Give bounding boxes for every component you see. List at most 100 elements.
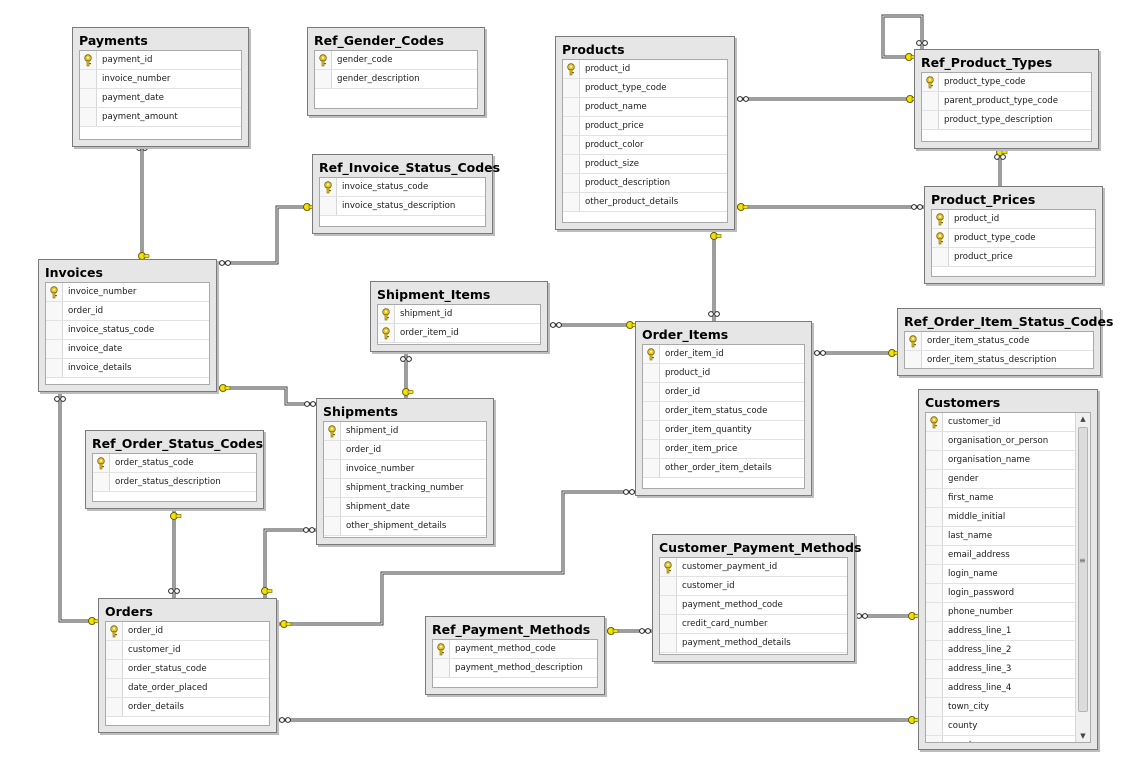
column-row[interactable]: customer_id bbox=[660, 577, 847, 596]
column-row[interactable]: order_id bbox=[643, 383, 804, 402]
column-row[interactable]: product_type_description bbox=[922, 111, 1091, 130]
column-row[interactable]: parent_product_type_code bbox=[922, 92, 1091, 111]
column-row[interactable]: organisation_name bbox=[926, 451, 1075, 470]
column-row[interactable]: order_status_description bbox=[93, 473, 256, 492]
column-row[interactable]: phone_number bbox=[926, 603, 1075, 622]
column-row[interactable]: invoice_status_code bbox=[320, 178, 485, 197]
column-row[interactable]: product_id bbox=[563, 60, 727, 79]
column-row[interactable]: order_item_status_code bbox=[643, 402, 804, 421]
column-row[interactable]: shipment_tracking_number bbox=[324, 479, 486, 498]
relationship-shipments-to-orders[interactable] bbox=[263, 528, 316, 598]
column-row[interactable]: order_status_code bbox=[93, 454, 256, 473]
column-row[interactable]: product_price bbox=[563, 117, 727, 136]
column-row[interactable]: country bbox=[926, 736, 1075, 742]
column-row[interactable]: order_item_id bbox=[643, 345, 804, 364]
column-row[interactable]: address_line_1 bbox=[926, 622, 1075, 641]
column-row[interactable]: first_name bbox=[926, 489, 1075, 508]
column-row[interactable]: date_order_placed bbox=[106, 679, 269, 698]
column-row[interactable]: county bbox=[926, 717, 1075, 736]
column-row[interactable]: last_name bbox=[926, 527, 1075, 546]
column-row[interactable]: payment_amount bbox=[80, 108, 241, 127]
column-row[interactable]: gender_description bbox=[315, 70, 477, 89]
column-row[interactable]: town_city bbox=[926, 698, 1075, 717]
relationship-invoices-to-ref_invoice_status_codes[interactable] bbox=[218, 205, 312, 265]
column-row[interactable]: product_id bbox=[932, 210, 1095, 229]
column-row[interactable]: other_shipment_details bbox=[324, 517, 486, 536]
column-row[interactable]: invoice_number bbox=[324, 460, 486, 479]
scroll-up-arrow-icon[interactable]: ▲ bbox=[1080, 415, 1086, 423]
column-row[interactable]: address_line_3 bbox=[926, 660, 1075, 679]
column-row[interactable]: order_item_quantity bbox=[643, 421, 804, 440]
column-row[interactable]: invoice_number bbox=[46, 283, 209, 302]
column-row[interactable]: order_id bbox=[106, 622, 269, 641]
column-row[interactable]: product_id bbox=[643, 364, 804, 383]
column-row[interactable]: product_price bbox=[932, 248, 1095, 267]
column-row[interactable]: product_name bbox=[563, 98, 727, 117]
column-row[interactable]: product_color bbox=[563, 136, 727, 155]
column-row[interactable]: order_item_price bbox=[643, 440, 804, 459]
column-row[interactable]: order_status_code bbox=[106, 660, 269, 679]
column-row[interactable]: order_details bbox=[106, 698, 269, 717]
column-row[interactable]: payment_id bbox=[80, 51, 241, 70]
column-row[interactable]: payment_date bbox=[80, 89, 241, 108]
column-row[interactable]: order_id bbox=[46, 302, 209, 321]
column-row[interactable]: order_item_status_description bbox=[905, 351, 1093, 368]
column-row[interactable]: email_address bbox=[926, 546, 1075, 565]
column-row[interactable]: product_description bbox=[563, 174, 727, 193]
column-row[interactable]: other_order_item_details bbox=[643, 459, 804, 478]
column-row[interactable]: product_type_code bbox=[563, 79, 727, 98]
scrollbar-thumb[interactable] bbox=[1078, 427, 1088, 712]
column-row[interactable]: invoice_number bbox=[80, 70, 241, 89]
column-row[interactable]: customer_id bbox=[926, 413, 1075, 432]
column-row[interactable]: invoice_date bbox=[46, 340, 209, 359]
column-row[interactable]: customer_id bbox=[106, 641, 269, 660]
column-row[interactable]: gender_code bbox=[315, 51, 477, 70]
column-row[interactable]: login_password bbox=[926, 584, 1075, 603]
column-row[interactable]: shipment_id bbox=[324, 422, 486, 441]
column-row[interactable]: order_id bbox=[324, 441, 486, 460]
column-row[interactable]: credit_card_number bbox=[660, 615, 847, 634]
scroll-down-arrow-icon[interactable]: ▼ bbox=[1080, 732, 1086, 740]
vertical-scrollbar[interactable]: ▲≡▼ bbox=[1075, 413, 1090, 742]
column-row[interactable]: organisation_or_person bbox=[926, 432, 1075, 451]
column-row[interactable]: payment_method_code bbox=[660, 596, 847, 615]
column-row[interactable]: order_item_status_code bbox=[905, 332, 1093, 351]
column-row[interactable]: invoice_details bbox=[46, 359, 209, 378]
column-row[interactable]: middle_initial bbox=[926, 508, 1075, 527]
column-row[interactable]: product_type_code bbox=[922, 73, 1091, 92]
column-row[interactable]: payment_method_description bbox=[433, 659, 597, 678]
relationship-shipments-to-invoices[interactable] bbox=[218, 386, 316, 406]
column-row[interactable]: invoice_status_code bbox=[46, 321, 209, 340]
column-row[interactable]: order_item_id bbox=[378, 324, 540, 343]
column-row[interactable]: product_type_code bbox=[932, 229, 1095, 248]
column-row[interactable]: gender bbox=[926, 470, 1075, 489]
column-row[interactable]: login_name bbox=[926, 565, 1075, 584]
column-row[interactable]: payment_method_details bbox=[660, 634, 847, 653]
column-row[interactable]: address_line_2 bbox=[926, 641, 1075, 660]
column-row[interactable]: payment_method_code bbox=[433, 640, 597, 659]
column-row[interactable]: customer_payment_id bbox=[660, 558, 847, 577]
column-row[interactable]: shipment_id bbox=[378, 305, 540, 324]
column-row[interactable]: invoice_status_description bbox=[320, 197, 485, 216]
column-row[interactable]: other_product_details bbox=[563, 193, 727, 212]
column-row[interactable]: shipment_date bbox=[324, 498, 486, 517]
column-row[interactable]: address_line_4 bbox=[926, 679, 1075, 698]
column-row[interactable]: product_size bbox=[563, 155, 727, 174]
